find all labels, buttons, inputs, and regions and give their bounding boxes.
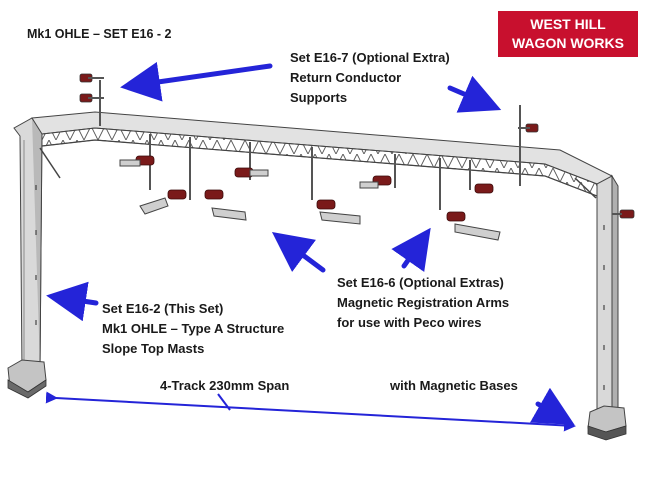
return-conductor-supports [79, 73, 635, 219]
right-mast [574, 174, 627, 441]
callout-e16-6: Set E16-6 (Optional Extras) Magnetic Reg… [337, 273, 509, 333]
arrow-to-registration-arm-right [391, 227, 431, 273]
lattice-boom [31, 111, 614, 197]
callout-e16-6-line-1: Set E16-6 (Optional Extras) [337, 275, 504, 290]
span-label: 4-Track 230mm Span [160, 378, 290, 393]
brand-line-2: WAGON WORKS [512, 35, 624, 51]
drop-tubes [99, 80, 521, 210]
arrow-to-magnetic-base [530, 387, 575, 425]
left-mast [7, 117, 61, 399]
callout-e16-6-line-3: for use with Peco wires [337, 315, 482, 330]
brand-line-1: WEST HILL [530, 16, 606, 32]
arrow-to-left-mast [46, 281, 99, 322]
span-dimension-arrow [45, 391, 576, 432]
callout-e16-2: Set E16-2 (This Set) Mk1 OHLE – Type A S… [102, 299, 284, 359]
callout-e16-2-line-3: Slope Top Masts [102, 341, 205, 356]
callout-e16-7-line-3: Supports [290, 90, 348, 105]
bases-label: with Magnetic Bases [390, 378, 518, 393]
callout-e16-7-line-2: Return Conductor [290, 70, 402, 85]
arrow-to-right-supports [447, 75, 502, 113]
registration-arms [119, 159, 501, 241]
arrow-to-left-supports [120, 61, 273, 102]
diagram-title: Mk1 OHLE – SET E16 - 2 [27, 27, 172, 41]
callout-e16-2-line-2: Mk1 OHLE – Type A Structure [102, 321, 285, 336]
arrow-to-registration-arm-left [271, 232, 326, 273]
callout-e16-7: Set E16-7 (Optional Extra) Return Conduc… [290, 48, 450, 108]
callout-e16-6-line-2: Magnetic Registration Arms [337, 295, 510, 310]
callout-e16-7-line-1: Set E16-7 (Optional Extra) [290, 50, 450, 65]
brand-logo: WEST HILL WAGON WORKS [498, 11, 638, 57]
callout-e16-2-line-1: Set E16-2 (This Set) [102, 301, 224, 316]
